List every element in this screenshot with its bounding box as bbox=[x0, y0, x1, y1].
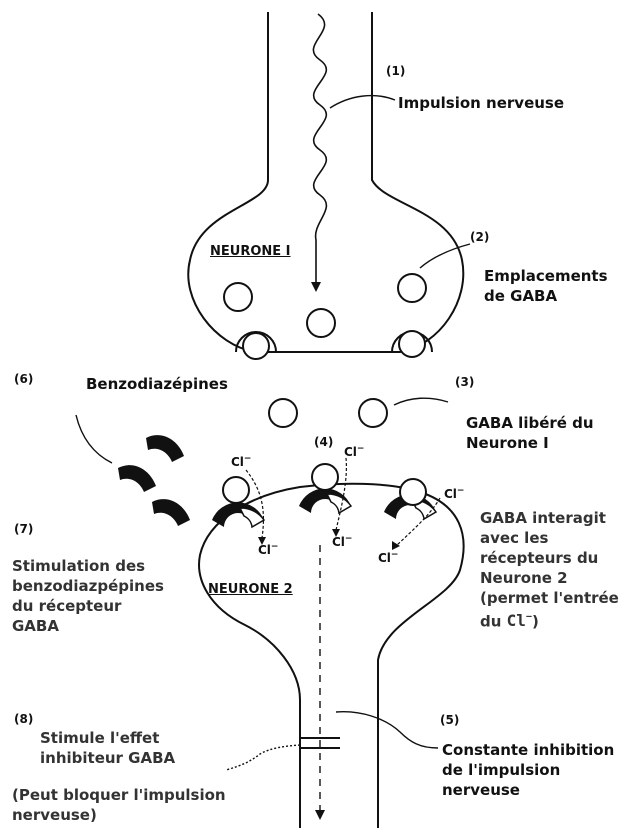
gaba-vesicle-docked bbox=[243, 333, 269, 359]
impulse-wave bbox=[313, 14, 326, 282]
chloride-symbol: Cl− bbox=[507, 611, 532, 630]
label-gaba-libere: GABA libéré du Neurone I bbox=[466, 413, 594, 453]
pointer-6 bbox=[76, 415, 112, 463]
benzodiazepine bbox=[152, 499, 190, 526]
chloride-flow bbox=[246, 470, 263, 538]
label-stimule-effet: Stimule l'effet inhibiteur GABA bbox=[40, 728, 175, 768]
pointer-5 bbox=[336, 712, 438, 748]
gaba-receptor-middle bbox=[299, 464, 351, 513]
pointer-3 bbox=[394, 398, 448, 405]
label-stimulation-benzodiazepines: Stimulation des benzodiazpépines du réce… bbox=[12, 556, 164, 636]
step-number-8: (8) bbox=[14, 712, 33, 726]
step-number-7: (7) bbox=[14, 522, 33, 536]
step-number-4: (4) bbox=[314, 435, 333, 449]
impulse-arrowhead bbox=[311, 282, 321, 292]
chloride-ion: Cl− bbox=[444, 484, 464, 501]
neurone-1-label: NEURONE I bbox=[210, 244, 291, 259]
pointer-1 bbox=[330, 96, 395, 108]
gaba-vesicle bbox=[307, 309, 335, 337]
pointer-8 bbox=[226, 745, 300, 770]
label-gaba-interagit: GABA interagit avec les récepteurs du Ne… bbox=[480, 508, 619, 631]
step-number-3: (3) bbox=[455, 375, 474, 389]
neurone-2-label: NEURONE 2 bbox=[208, 582, 293, 597]
label-constante-inhibition: Constante inhibition de l'impulsion nerv… bbox=[442, 740, 614, 800]
step-number-5: (5) bbox=[440, 713, 459, 727]
benzodiazepine bbox=[146, 435, 184, 462]
gaba-released bbox=[359, 399, 387, 427]
step-number-1: (1) bbox=[386, 64, 405, 78]
chloride-ion: Cl− bbox=[378, 548, 398, 565]
chloride-ion: Cl− bbox=[344, 442, 364, 459]
label-peut-bloquer: (Peut bloquer l'impulsion nerveuse) bbox=[12, 785, 226, 825]
gaba-vesicle-docked bbox=[399, 331, 425, 357]
label-impulsion-nerveuse: Impulsion nerveuse bbox=[398, 93, 564, 113]
step-number-2: (2) bbox=[470, 230, 489, 244]
gaba-vesicle bbox=[224, 283, 252, 311]
chloride-ion: Cl− bbox=[332, 532, 352, 549]
benzodiazepine bbox=[118, 465, 156, 492]
label-benzodiazepines: Benzodiazépines bbox=[86, 374, 228, 394]
gaba-receptor-left bbox=[212, 477, 264, 527]
gaba-interagit-text: GABA interagit avec les récepteurs du Ne… bbox=[480, 509, 619, 630]
label-emplacements-gaba: Emplacements de GABA bbox=[484, 266, 608, 306]
gaba-vesicle bbox=[398, 274, 426, 302]
chloride-ion: Cl− bbox=[231, 452, 251, 469]
gaba-released bbox=[269, 399, 297, 427]
step-number-6: (6) bbox=[14, 372, 33, 386]
chloride-ion: Cl− bbox=[258, 540, 278, 557]
